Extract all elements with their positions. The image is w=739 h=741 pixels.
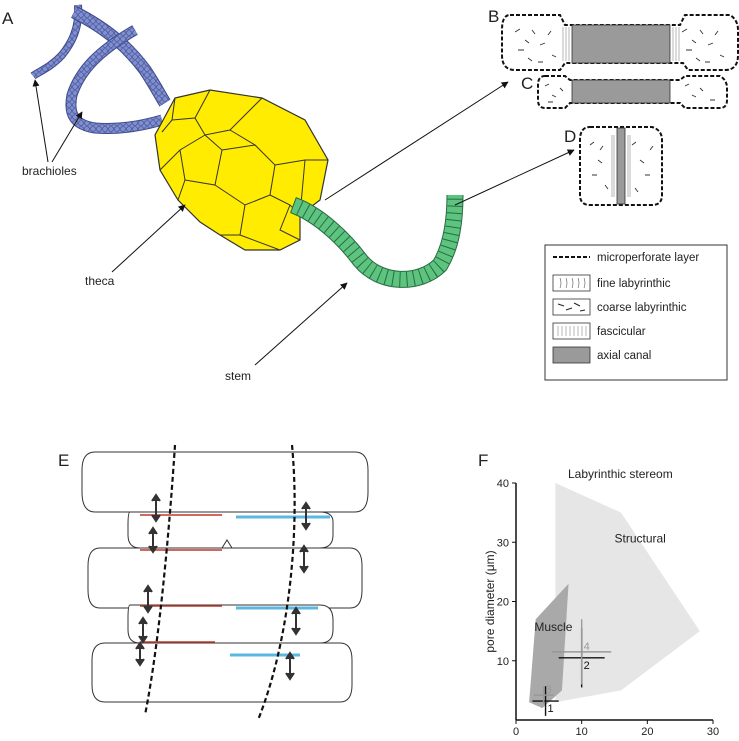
y-tick-label: 30 [497,537,509,549]
theca-label: theca [85,274,115,288]
legend-item-label: fine labyrinthic [597,278,671,290]
legend: microperforate layer fine labyrinthic co… [544,244,728,381]
data-point-label: 4 [584,641,590,653]
x-tick-label: 10 [576,726,588,738]
legend-item-label: coarse labyrinthic [597,302,687,314]
stem-pointer [254,282,348,366]
brachioles-pointer [32,79,49,163]
x-axis-label: Trabecular thickness (μm) [545,739,684,741]
brachioles-illustration [30,4,171,134]
panel-label-c: C [521,74,533,93]
legend-swatch-fascicular [552,322,591,340]
y-axis-label: pore diameter (μm) [483,550,497,652]
ossicle-section-c [537,75,728,109]
region-label: Muscle [534,620,572,634]
stem-label: stem [225,369,251,383]
legend-item-label: fascicular [597,326,646,338]
x-tick-label: 0 [513,726,519,738]
panel-label-b: B [488,7,499,26]
data-point-label: 3 [546,684,552,696]
panel-label-a: A [2,9,14,28]
theca-pointer [111,204,186,273]
pointer-to-panel-b [324,81,509,201]
x-tick-label: 20 [641,726,653,738]
legend-item-label: microperforate layer [597,252,699,264]
y-tick-label: 10 [497,656,509,668]
legend-item-label: axial canal [597,350,651,362]
stem-illustration [289,194,464,288]
legend-swatch-axial-canal [552,346,591,364]
columnal-stack-diagram [81,444,369,721]
y-tick-label: 40 [497,478,509,490]
data-point-label: 2 [584,660,590,672]
theca-illustration [154,89,329,251]
brachioles-pointer [51,111,83,163]
x-tick-label: 30 [707,726,719,738]
region-label: Structural [615,531,666,545]
chart-title: Labyrinthic stereom [568,467,673,481]
ossicle-section-b [501,14,739,71]
panel-label-f: F [478,451,488,470]
panel-label-d: D [564,127,576,146]
ossicle-section-d [579,126,663,206]
pointer-to-panel-d [454,149,575,206]
panel-label-e: E [58,451,69,470]
region-muscle [529,583,569,709]
y-tick-label: 20 [497,597,509,609]
legend-swatch-fine-labyrinthic [552,274,591,292]
data-point-label: 1 [548,703,554,715]
region-structural [555,483,700,703]
brachioles-label: brachioles [22,164,77,178]
legend-swatch-coarse-labyrinthic [552,298,591,316]
